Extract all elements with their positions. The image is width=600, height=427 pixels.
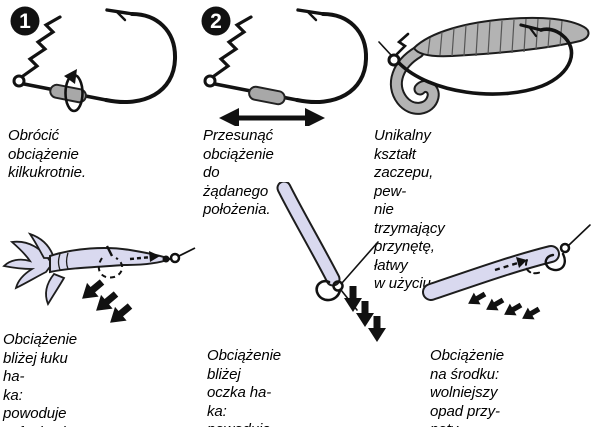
fishing-line (341, 241, 379, 284)
craw-claws (2, 232, 66, 307)
step-1-badge: 1 (10, 6, 40, 36)
texas-rig-hook-icon (97, 245, 196, 279)
caption-step2: Przesunąć obciążenie do żądanego położen… (203, 127, 274, 218)
craw-bait-backslide-illustration (2, 232, 196, 330)
caption-weight-middle: Obciążenie na środku: wolniejszy opad pr… (430, 347, 505, 427)
fall-direction-arrows-icon (344, 286, 386, 342)
inner-direction-dashed-arrow-icon (494, 257, 527, 272)
rig-hook-icon (525, 224, 591, 275)
caption-weight-near-bend: Obciążenie bliżej łuku ha- ka: powoduje … (3, 331, 78, 427)
caption-step1: Obrócić obciążenie kilkukrotnie. (8, 127, 86, 181)
inner-direction-dashed-arrow-icon (129, 251, 160, 262)
keeper-hook-icon (378, 23, 574, 96)
bullet-weight-icon (248, 85, 286, 106)
caption-weight-near-eye: Obciążenie bliżej oczka ha- ka: powoduje… (207, 347, 282, 427)
caption-keeper: Unikalny kształt zaczepu, pew- nie trzym… (374, 127, 445, 292)
step-2-number: 2 (210, 10, 222, 33)
tube-body (422, 245, 560, 301)
hook-weight-rotate-illustration: 1 (10, 6, 178, 113)
fishing-line (178, 247, 196, 257)
tube-bait-slowfall-illustration (422, 224, 591, 325)
fall-direction-arrows-icon (464, 288, 543, 325)
grub-on-hook-illustration (378, 16, 590, 115)
step-2-badge: 2 (201, 6, 231, 36)
worm-headdown-illustration (276, 182, 386, 342)
worm-body (276, 182, 341, 287)
weight-dot (162, 255, 170, 263)
fishing-line (568, 224, 591, 246)
step-1-number: 1 (19, 10, 31, 33)
slide-double-arrow-icon (219, 108, 325, 126)
hook-weight-slide-illustration: 2 (201, 6, 369, 126)
grub-tail (389, 45, 440, 115)
rotate-arrow-icon (64, 69, 84, 113)
fall-direction-arrows-icon (76, 275, 136, 330)
